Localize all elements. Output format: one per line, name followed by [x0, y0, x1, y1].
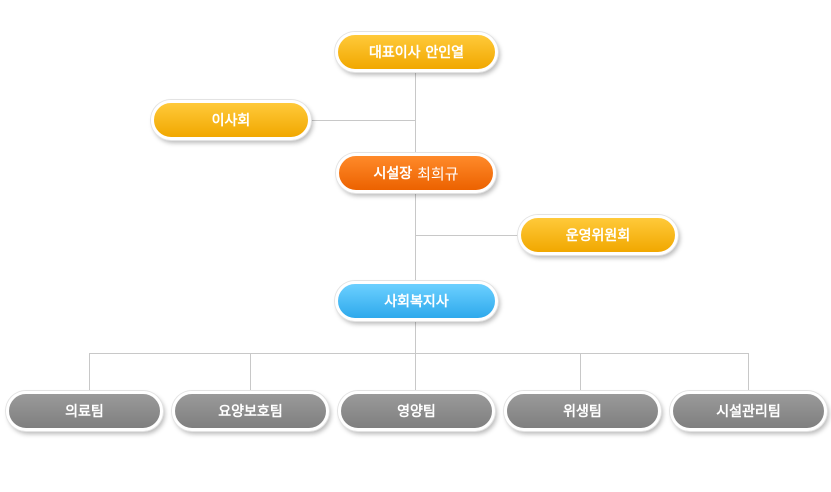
node-social-worker-label: 사회복지사	[384, 294, 449, 310]
node-team-label: 의료팀	[65, 404, 104, 420]
node-team-label: 요양보호팀	[218, 404, 283, 420]
node-team-label: 영양팀	[397, 404, 436, 420]
node-team-hygiene: 위생팀	[504, 391, 661, 431]
node-committee: 운영위원회	[518, 215, 678, 255]
node-board: 이사회	[151, 100, 311, 140]
node-committee-label: 운영위원회	[565, 228, 631, 244]
node-social-worker: 사회복지사	[335, 281, 498, 321]
node-team-nutrition: 영양팀	[338, 391, 495, 431]
node-team-label: 위생팀	[563, 404, 602, 420]
node-team-facility: 시설관리팀	[670, 391, 827, 431]
node-director: 시설장 최희규	[336, 153, 496, 193]
node-ceo: 대표이사 안인열	[335, 32, 498, 72]
node-team-label: 시설관리팀	[716, 404, 781, 420]
node-ceo-label: 대표이사 안인열	[368, 45, 465, 61]
node-team-care: 요양보호팀	[172, 391, 329, 431]
node-board-label: 이사회	[211, 113, 251, 129]
node-team-medical: 의료팀	[6, 391, 163, 431]
node-director-title: 시설장	[373, 166, 413, 182]
node-director-name: 최희규	[417, 164, 459, 183]
